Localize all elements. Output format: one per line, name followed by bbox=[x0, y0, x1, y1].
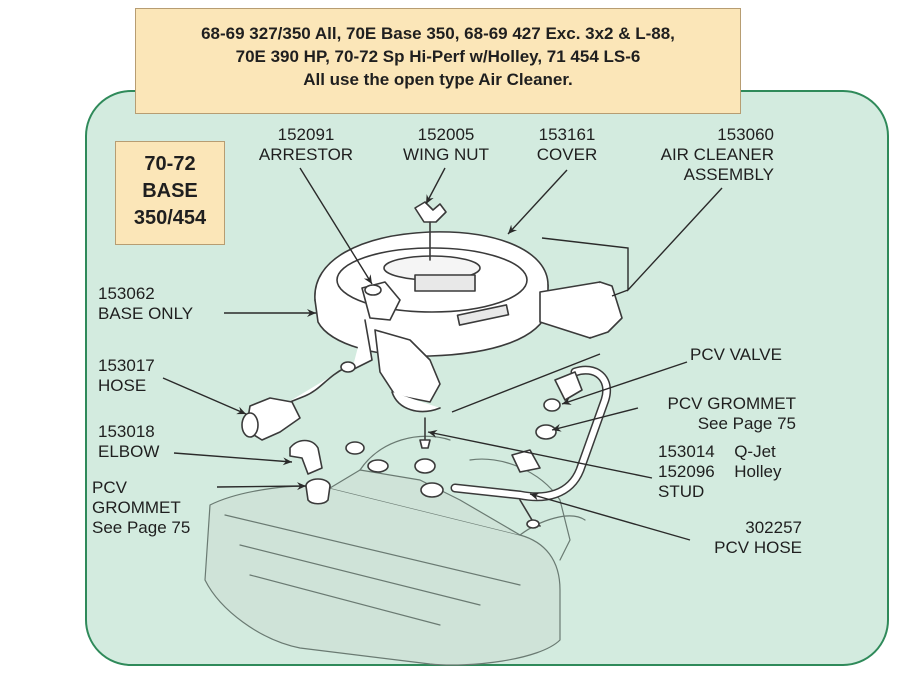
stud-qjet-row: 153014 Q-Jet bbox=[658, 442, 781, 462]
stud-holley-part-number: 152096 bbox=[658, 462, 715, 481]
base-label-line-3: 350/454 bbox=[133, 207, 207, 229]
callout-stud: 153014 Q-Jet 152096 Holley STUD bbox=[658, 442, 781, 502]
base-label-line-1: 70-72 bbox=[144, 153, 196, 175]
stud-holley-row: 152096 Holley bbox=[658, 462, 781, 482]
callout-pcv-hose: 302257 PCV HOSE bbox=[680, 518, 802, 558]
header-line-3: All use the open type Air Cleaner. bbox=[303, 70, 573, 89]
pcv-hose-part-number: 302257 bbox=[745, 518, 802, 537]
callout-hose: 153017 HOSE bbox=[98, 356, 155, 396]
header-line-2: 70E 390 HP, 70-72 Sp Hi-Perf w/Holley, 7… bbox=[235, 47, 641, 66]
pcv-grommet-left-line-2: GROMMET bbox=[92, 498, 181, 517]
pcv-grommet-left-shape bbox=[305, 478, 331, 505]
base-label-line-2: BASE bbox=[142, 180, 198, 202]
air-cleaner-part-number: 153060 bbox=[717, 125, 774, 144]
callout-elbow: 153018 ELBOW bbox=[98, 422, 159, 462]
wing-nut-part-number: 152005 bbox=[417, 125, 475, 144]
hose-part-number: 153017 bbox=[98, 356, 155, 375]
stud-holley-label: Holley bbox=[734, 462, 782, 481]
pcv-grommet-left-line-1: PCV bbox=[92, 478, 127, 497]
base-only-name: BASE ONLY bbox=[98, 304, 194, 323]
applications-header: 68-69 327/350 All, 70E Base 350, 68-69 4… bbox=[135, 8, 741, 114]
callout-cover: 153161 COVER bbox=[528, 125, 606, 165]
stud-name: STUD bbox=[658, 482, 705, 501]
callout-pcv-grommet-left: PCV GROMMET See Page 75 bbox=[92, 478, 190, 538]
elbow-part-number: 153018 bbox=[98, 422, 155, 441]
stud-qjet-label: Q-Jet bbox=[734, 442, 776, 461]
callout-air-cleaner-assembly: 153060 AIR CLEANER ASSEMBLY bbox=[636, 125, 774, 185]
callout-base-only: 153062 BASE ONLY bbox=[98, 284, 193, 324]
air-cleaner-shape bbox=[314, 231, 623, 413]
cover-part-number: 153161 bbox=[538, 125, 596, 144]
stud-qjet-part-number: 153014 bbox=[658, 442, 715, 461]
wing-nut-name: WING NUT bbox=[403, 145, 489, 164]
pcv-valve-name: PCV VALVE bbox=[690, 345, 782, 364]
small-hose-shape bbox=[241, 361, 356, 441]
pcv-hose-shape bbox=[450, 365, 611, 529]
air-cleaner-name: AIR CLEANER bbox=[660, 145, 774, 164]
callout-arrestor: 152091 ARRESTOR bbox=[248, 125, 364, 165]
header-line-1: 68-69 327/350 All, 70E Base 350, 68-69 4… bbox=[201, 24, 675, 43]
pcv-hose-name: PCV HOSE bbox=[714, 538, 802, 557]
hose-name: HOSE bbox=[98, 376, 147, 395]
pcv-grommet-left-line-3: See Page 75 bbox=[92, 518, 191, 537]
elbow-name: ELBOW bbox=[98, 442, 160, 461]
callout-pcv-grommet-right: PCV GROMMET See Page 75 bbox=[636, 394, 796, 434]
pcv-grommet-right-name: PCV GROMMET bbox=[667, 394, 796, 413]
callout-wing-nut: 152005 WING NUT bbox=[393, 125, 499, 165]
wing-nut-shape bbox=[414, 201, 447, 261]
leader-lines bbox=[162, 167, 723, 541]
base-only-part-number: 153062 bbox=[98, 284, 155, 303]
callout-pcv-valve: PCV VALVE bbox=[690, 345, 782, 365]
air-cleaner-name-2: ASSEMBLY bbox=[683, 165, 774, 184]
base-label-box: 70-72 BASE 350/454 bbox=[115, 141, 225, 245]
arrestor-part-number: 152091 bbox=[277, 125, 335, 144]
cover-name: COVER bbox=[536, 145, 598, 164]
arrestor-name: ARRESTOR bbox=[258, 145, 354, 164]
pcv-grommet-right-note: See Page 75 bbox=[697, 414, 796, 433]
elbow-shape bbox=[289, 439, 323, 475]
